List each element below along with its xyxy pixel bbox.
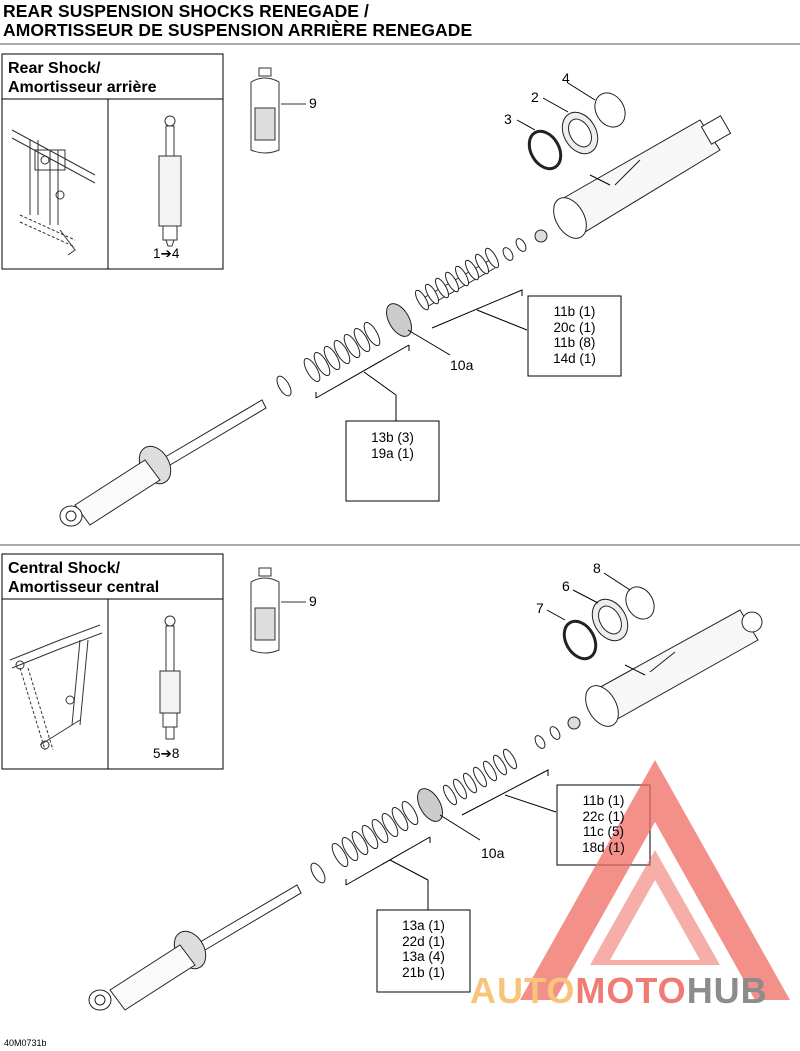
rear-box-right-line-4: 14d (1): [553, 350, 596, 366]
callout-10a-rear: 10a: [450, 357, 474, 373]
central-inset-frame-sketch: [9, 624, 103, 751]
figure-code: 40M0731b: [4, 1038, 47, 1048]
rear-range-label: 1➔4: [153, 246, 180, 261]
central-box-bottom: [376, 909, 471, 993]
central-inset-box: [1, 553, 224, 770]
watermark-part-1: AUTO: [470, 970, 576, 1011]
watermark-part-3: HUB: [686, 970, 768, 1011]
rear-box-bottom-line-1: 13b (3): [371, 430, 414, 445]
central-box-bottom-line-4: 21b (1): [402, 964, 445, 980]
rear-shock-exploded: [59, 92, 732, 527]
rear-inset-title: Rear Shock/ Amortisseur arrière: [8, 59, 157, 97]
callout-9-rear: 9: [309, 95, 317, 111]
central-range-label: 5➔8: [153, 746, 180, 761]
rear-box-right-line-2: 20c (1): [553, 319, 596, 335]
rear-leader-lines: [315, 82, 611, 421]
rear-box-bottom: [345, 420, 440, 502]
central-inset-title: Central Shock/ Amortisseur central: [8, 559, 159, 597]
callout-6: 6: [562, 578, 570, 594]
page-title-line-2: AMORTISSEUR DE SUSPENSION ARRIÈRE RENEGA…: [3, 20, 473, 40]
rear-inset-box: [1, 53, 224, 270]
rear-box-right-text: 11b (1) 20c (1) 11b (8) 14d (1): [528, 304, 621, 366]
rear-box-right: [527, 295, 622, 377]
rear-inset-title-line-2: Amortisseur arrière: [8, 79, 157, 96]
central-leader-lines: [345, 572, 646, 910]
central-box-bottom-line-1: 13a (1): [402, 918, 445, 933]
rear-inset-title-line-1: Rear Shock/: [8, 60, 101, 77]
callout-7: 7: [536, 600, 544, 616]
page-title-line-1: REAR SUSPENSION SHOCKS RENEGADE /: [3, 1, 369, 21]
central-inset-shock-sketch: [159, 615, 181, 740]
callout-4: 4: [562, 70, 570, 86]
watermark-wordmark: AUTOMOTOHUB: [470, 970, 768, 1012]
callout-10a-central: 10a: [481, 845, 505, 861]
central-inset-title-line-2: Amortisseur central: [8, 579, 160, 596]
rear-box-bottom-line-2: 19a (1): [371, 445, 414, 461]
callout-2: 2: [531, 89, 539, 105]
central-box-right-line-3: 11c (5): [582, 824, 624, 839]
callout-3: 3: [504, 111, 512, 127]
page-title: REAR SUSPENSION SHOCKS RENEGADE / AMORTI…: [3, 2, 472, 40]
central-box-bottom-line-3: 13a (4): [402, 949, 445, 964]
oil-bottle-central: [250, 567, 306, 654]
central-shock-exploded: [88, 586, 763, 1011]
watermark-part-2: MOTO: [575, 970, 687, 1011]
central-box-bottom-text: 13a (1) 22d (1) 13a (4) 21b (1): [377, 918, 470, 980]
central-box-bottom-line-2: 22d (1): [402, 933, 445, 949]
callout-8: 8: [593, 560, 601, 576]
rear-box-right-line-1: 11b (1): [553, 304, 596, 319]
central-box-right-line-1: 11b (1): [582, 793, 625, 808]
rear-box-right-line-3: 11b (8): [553, 335, 596, 350]
central-inset-title-line-1: Central Shock/: [8, 560, 121, 577]
rear-inset-shock-sketch: [158, 115, 182, 247]
callout-9-central: 9: [309, 593, 317, 609]
central-box-right-line-2: 22c (1): [582, 808, 625, 824]
oil-bottle-rear: [250, 67, 306, 154]
central-box-right-line-4: 18d (1): [582, 839, 625, 855]
central-box-right-text: 11b (1) 22c (1) 11c (5) 18d (1): [557, 793, 650, 855]
rear-box-bottom-text: 13b (3) 19a (1): [346, 430, 439, 461]
watermark-triangle: [520, 760, 790, 1000]
rear-inset-frame-sketch: [11, 129, 96, 256]
